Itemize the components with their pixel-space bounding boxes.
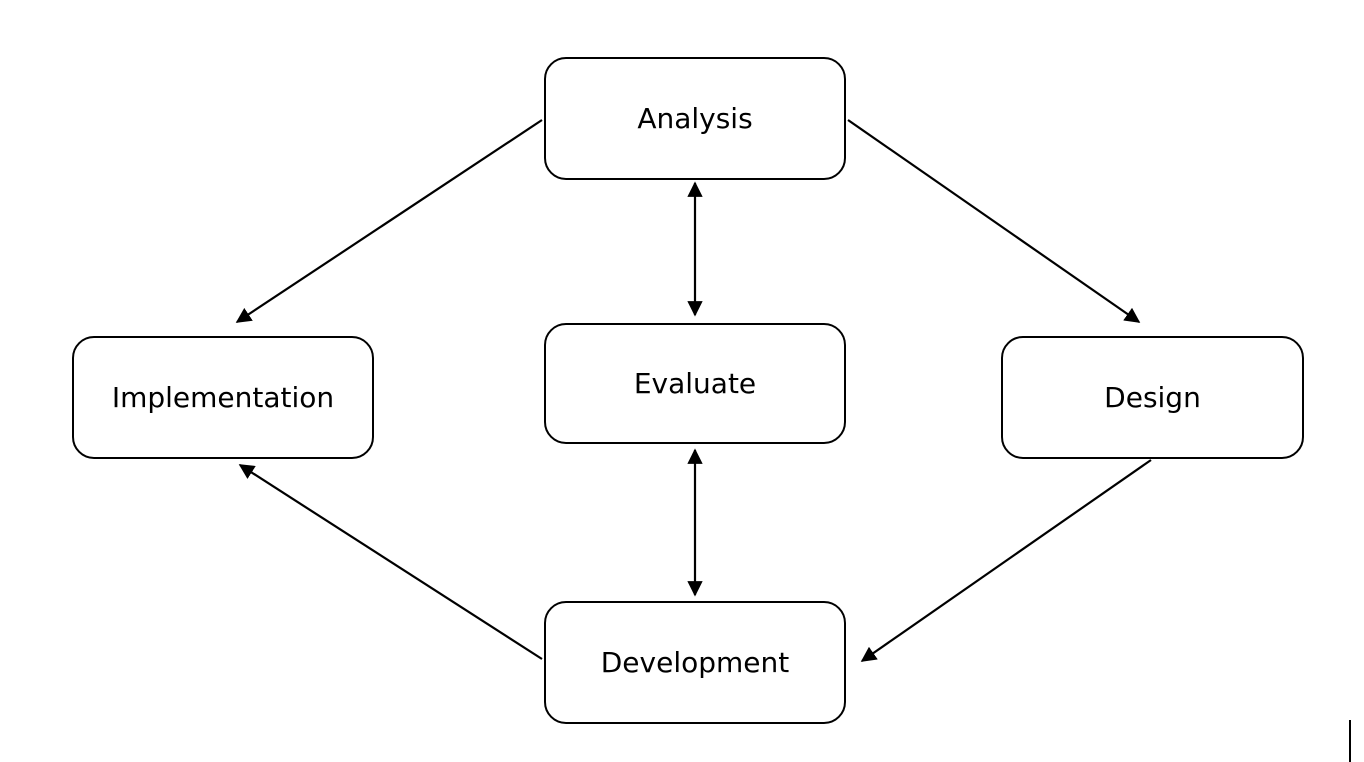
arrow-analysis-to-implementation xyxy=(235,119,543,323)
node-implementation-label: Implementation xyxy=(111,381,335,414)
arrow-analysis-to-design xyxy=(847,119,1141,323)
node-analysis-label: Analysis xyxy=(637,102,753,135)
node-design: Design xyxy=(1001,336,1304,459)
node-analysis: Analysis xyxy=(544,57,846,180)
node-design-label: Design xyxy=(1104,381,1201,414)
node-evaluate: Evaluate xyxy=(544,323,846,444)
node-implementation: Implementation xyxy=(72,336,374,459)
arrow-development-to-implementation xyxy=(238,464,543,660)
node-evaluate-label: Evaluate xyxy=(633,367,757,400)
node-development-label: Development xyxy=(600,646,790,679)
arrow-design-to-development xyxy=(860,459,1152,662)
node-development: Development xyxy=(544,601,846,724)
text-cursor-bar xyxy=(1349,720,1351,762)
